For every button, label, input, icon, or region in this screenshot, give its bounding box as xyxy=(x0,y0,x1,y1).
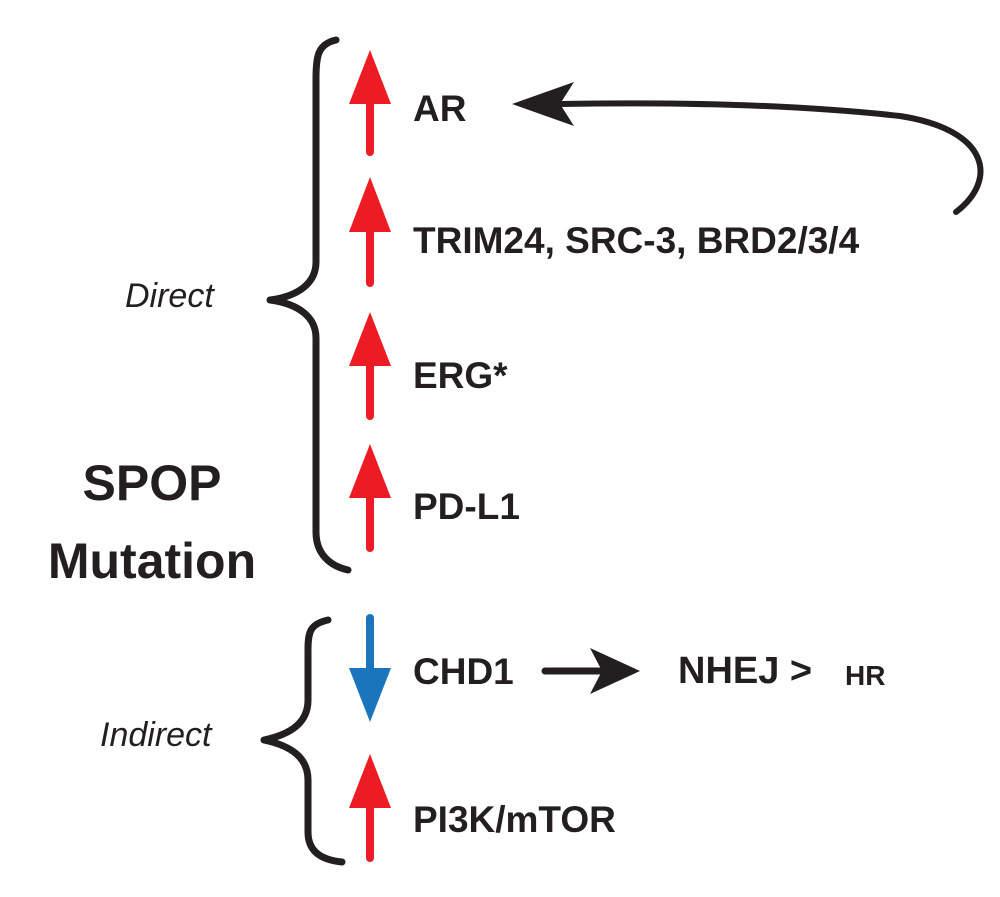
indirect-brace xyxy=(260,616,346,866)
title-line-1: SPOP xyxy=(82,455,222,511)
pdl1-up-arrow xyxy=(349,444,391,552)
feedback-arrow xyxy=(512,82,984,215)
hr-label: HR xyxy=(845,660,886,691)
erg-label: ERG* xyxy=(413,355,508,396)
title-line-2: Mutation xyxy=(47,533,257,589)
chd1-down-arrow xyxy=(349,614,391,722)
erg-up-arrow xyxy=(349,312,391,420)
ar-label: AR xyxy=(413,88,467,129)
nhej-label: NHEJ > xyxy=(678,650,813,692)
direct-brace xyxy=(266,36,352,574)
chd1-to-nhej-arrow xyxy=(541,648,640,694)
indirect-group-label: Indirect xyxy=(100,716,212,754)
trim24-label: TRIM24, SRC-3, BRD2/3/4 xyxy=(413,220,860,261)
pdl1-label: PD-L1 xyxy=(413,486,520,527)
trim24-up-arrow xyxy=(349,177,391,287)
chd1-label: CHD1 xyxy=(413,651,514,692)
ar-up-arrow xyxy=(349,50,391,156)
pi3k-label: PI3K/mTOR xyxy=(413,799,616,840)
pi3k-up-arrow xyxy=(349,754,391,862)
direct-group-label: Direct xyxy=(125,277,214,315)
